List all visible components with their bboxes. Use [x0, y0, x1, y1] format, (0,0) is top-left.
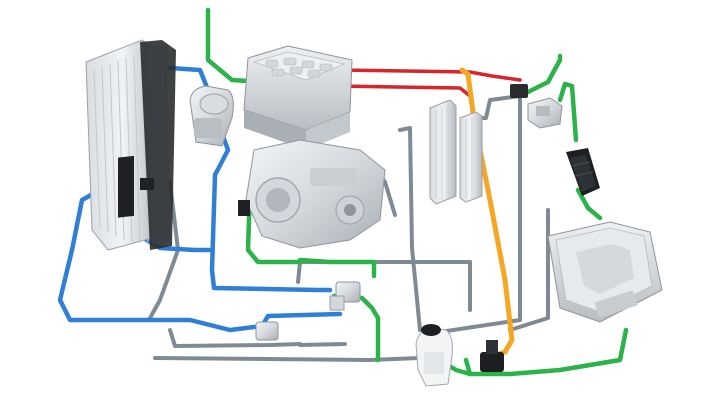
heat-exchanger-right — [459, 111, 483, 203]
radiator — [85, 39, 176, 251]
control-valve-center — [329, 281, 361, 311]
red-hv-lines — [336, 68, 522, 98]
orange-line — [459, 67, 515, 359]
drive-unit-connector — [238, 200, 250, 216]
tank-cap — [421, 324, 441, 336]
battery-pack — [547, 221, 663, 323]
connector-radiator-blue — [140, 178, 154, 190]
water-pump — [189, 85, 234, 147]
heat-exchanger-left — [429, 99, 457, 205]
control-valve-lower — [255, 321, 279, 341]
filter-canister — [566, 148, 600, 196]
green-coolant-lines — [205, 7, 629, 377]
chiller — [527, 97, 563, 129]
valve-top-right — [510, 84, 528, 98]
expansion-tank — [415, 324, 453, 387]
electric-drive-unit — [238, 139, 386, 249]
multi-way-valve — [480, 340, 504, 372]
power-electronics-module — [243, 45, 353, 150]
